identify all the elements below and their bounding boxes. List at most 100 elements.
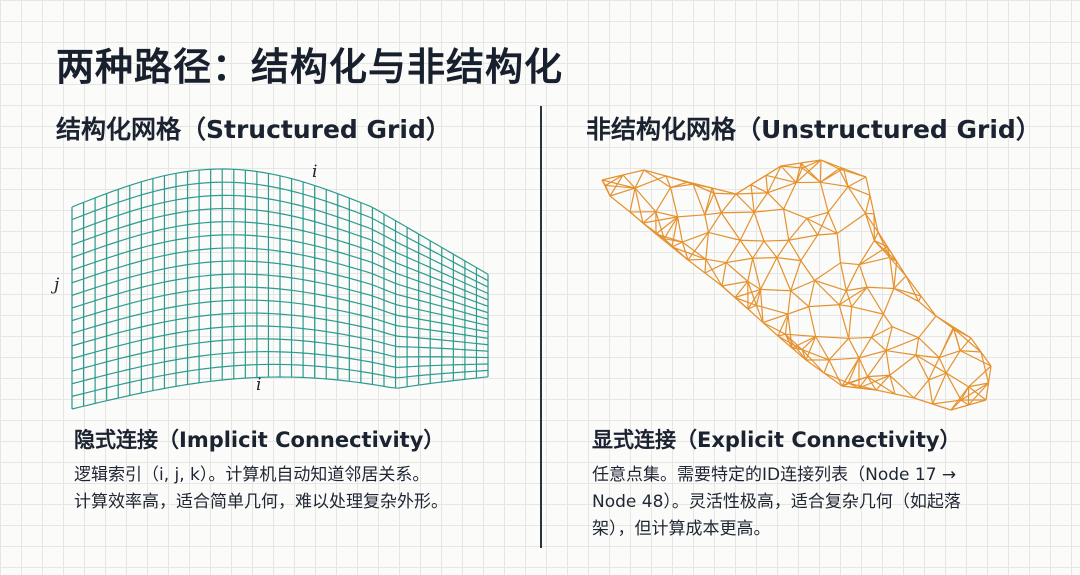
grid-line xyxy=(390,281,399,285)
grid-line xyxy=(120,238,128,242)
grid-line xyxy=(356,313,364,317)
grid-line xyxy=(92,234,100,238)
grid-line xyxy=(71,229,80,233)
mesh-edge xyxy=(663,216,679,240)
grid-line xyxy=(349,243,357,247)
grid-line xyxy=(182,170,190,173)
grid-line xyxy=(328,378,336,381)
grid-line xyxy=(162,347,170,350)
grid-line xyxy=(203,354,211,357)
grid-line xyxy=(141,205,149,209)
grid-line xyxy=(342,217,350,222)
grid-line xyxy=(141,298,149,302)
mesh-edge xyxy=(814,262,841,281)
grid-line xyxy=(127,196,135,200)
grid-line xyxy=(425,337,433,340)
grid-line xyxy=(342,241,350,245)
mesh-edge xyxy=(875,389,896,395)
mesh-edge xyxy=(784,333,793,349)
mesh-edge xyxy=(889,257,895,289)
mesh-edge xyxy=(815,336,830,361)
unstructured-description: 任意点集。需要特定的ID连接列表（Node 17 → Node 48）。灵活性极… xyxy=(592,462,1032,543)
grid-line xyxy=(189,276,197,279)
grid-line xyxy=(342,310,350,314)
mesh-edge xyxy=(720,193,737,214)
grid-line xyxy=(383,267,392,272)
grid-line xyxy=(182,277,190,280)
grid-line xyxy=(252,196,260,199)
grid-line xyxy=(446,315,454,318)
grid-line xyxy=(113,214,121,218)
grid-line xyxy=(383,385,392,389)
grid-line xyxy=(71,279,80,284)
mesh-edge xyxy=(705,232,709,260)
grid-line xyxy=(273,287,281,290)
grid-line xyxy=(182,316,190,320)
grid-line xyxy=(286,264,294,267)
grid-line xyxy=(92,324,100,328)
grid-line xyxy=(279,313,287,316)
grid-line xyxy=(155,215,163,219)
grid-line xyxy=(78,405,87,408)
grid-line xyxy=(362,214,371,218)
mesh-edge xyxy=(642,216,678,224)
grid-line xyxy=(376,242,385,247)
grid-line xyxy=(106,255,114,259)
grid-line xyxy=(85,249,93,254)
grid-line xyxy=(259,261,267,263)
grid-line xyxy=(425,292,433,296)
grid-line xyxy=(383,299,392,304)
grid-line xyxy=(113,331,121,335)
grid-line xyxy=(480,323,489,327)
grid-line xyxy=(196,195,204,198)
mesh-edge xyxy=(953,328,982,353)
grid-line xyxy=(203,287,211,290)
grid-line xyxy=(141,351,149,354)
grid-line xyxy=(196,328,204,331)
grid-line xyxy=(363,236,371,241)
grid-line xyxy=(335,215,343,220)
mesh-edge xyxy=(780,165,803,169)
grid-line xyxy=(404,305,412,309)
grid-line xyxy=(120,224,128,229)
mesh-edge xyxy=(915,354,930,381)
mesh-edge xyxy=(945,372,962,401)
grid-line xyxy=(473,279,482,285)
grid-line xyxy=(162,333,170,337)
grid-line xyxy=(99,231,107,236)
grid-line xyxy=(259,171,267,174)
mesh-edge xyxy=(704,212,722,216)
grid-line xyxy=(85,211,94,215)
mesh-edge xyxy=(874,240,888,248)
grid-line xyxy=(106,229,114,233)
grid-line xyxy=(356,324,364,328)
grid-line xyxy=(175,331,184,334)
grid-line xyxy=(141,258,149,262)
grid-line xyxy=(148,177,156,181)
grid-line xyxy=(369,272,378,277)
grid-line xyxy=(92,401,100,405)
grid-line xyxy=(155,255,163,259)
grid-line xyxy=(266,261,274,264)
grid-line xyxy=(148,270,156,274)
structured-description-line: 计算效率高，适合简单几何，难以处理复杂外形。 xyxy=(74,492,448,512)
grid-line xyxy=(342,252,350,256)
grid-line xyxy=(106,268,114,272)
grid-line xyxy=(453,332,461,335)
mesh-edge xyxy=(787,313,793,349)
grid-line xyxy=(369,294,378,299)
grid-line xyxy=(342,206,350,211)
grid-line xyxy=(439,254,447,259)
grid-line xyxy=(480,316,489,320)
grid-line xyxy=(321,306,329,309)
grid-line xyxy=(293,314,301,317)
grid-line xyxy=(266,172,274,175)
mesh-edge xyxy=(704,214,709,233)
grid-line xyxy=(162,267,170,270)
grid-line xyxy=(141,324,149,328)
grid-line xyxy=(168,212,177,216)
grid-line xyxy=(78,315,87,320)
grid-line xyxy=(85,300,93,305)
grid-line xyxy=(71,343,80,347)
grid-line xyxy=(196,275,204,278)
